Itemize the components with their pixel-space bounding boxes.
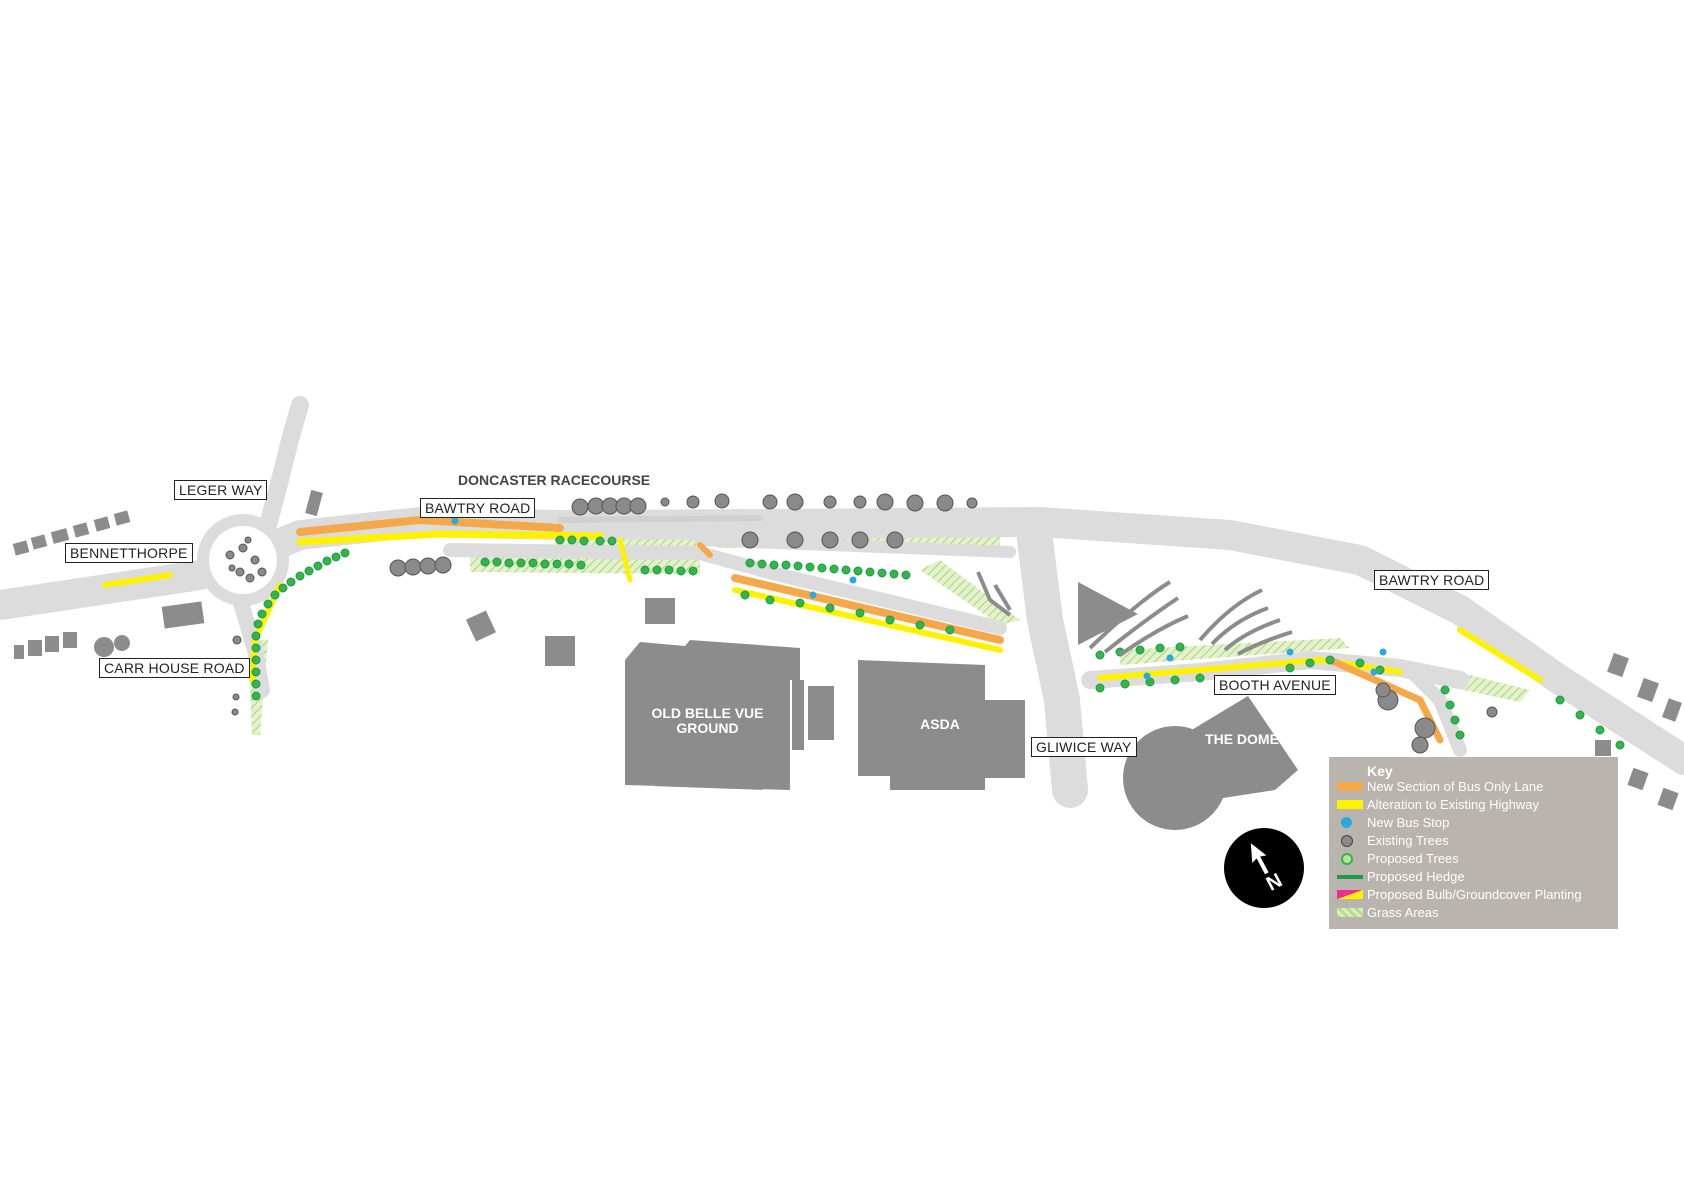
roundabout <box>197 514 289 606</box>
existing-tree-icon <box>1341 835 1353 847</box>
buildings <box>12 489 1682 830</box>
legend-label: Grass Areas <box>1367 905 1439 920</box>
label-doncaster-racecourse: DONCASTER RACECOURSE <box>458 472 651 488</box>
north-arrow-icon: N <box>1250 843 1286 896</box>
label-booth-avenue: BOOTH AVENUE <box>1214 675 1336 695</box>
existing-trees <box>225 493 1498 754</box>
legend-item-proposed-hedge: Proposed Hedge <box>1329 868 1618 886</box>
label-old-belle-vue-line2: GROUND <box>676 720 739 736</box>
legend-swatch-bus-lane <box>1337 782 1363 791</box>
label-old-belle-vue-line1: OLD BELLE VUE <box>651 705 764 721</box>
label-asda: ASDA <box>920 716 960 732</box>
legend-item-bulb-planting: Proposed Bulb/Groundcover Planting <box>1329 886 1618 904</box>
legend-item-bus-lane: New Section of Bus Only Lane <box>1329 778 1618 796</box>
bus-stops <box>451 517 1387 680</box>
legend-label: Proposed Hedge <box>1367 869 1465 884</box>
north-label: N <box>1263 870 1286 896</box>
proposed-tree-icon <box>1341 853 1353 865</box>
label-gliwice-way: GLIWICE WAY <box>1031 737 1137 757</box>
bus-stop-icon <box>1341 817 1352 828</box>
legend-item-grass: Grass Areas <box>1329 904 1618 922</box>
legend-title: Key <box>1367 763 1393 779</box>
map-key: Key New Section of Bus Only Lane Alterat… <box>1329 757 1618 929</box>
label-old-belle-vue-ground: OLD BELLE VUE GROUND <box>640 706 775 736</box>
legend-label: Existing Trees <box>1367 833 1449 848</box>
proposed-trees <box>251 535 1625 750</box>
legend-label: Proposed Bulb/Groundcover Planting <box>1367 887 1582 902</box>
legend-item-proposed-trees: Proposed Trees <box>1329 850 1618 868</box>
label-the-dome: THE DOME <box>1205 731 1279 747</box>
legend-swatch-highway <box>1337 800 1363 809</box>
legend-swatch-bulb-planting <box>1337 890 1363 899</box>
legend-label: New Section of Bus Only Lane <box>1367 779 1544 794</box>
label-bawtry-road-west: BAWTRY ROAD <box>420 498 536 518</box>
label-leger-way: LEGER WAY <box>174 480 268 500</box>
legend-item-existing-trees: Existing Trees <box>1329 832 1618 850</box>
legend-item-highway: Alteration to Existing Highway <box>1329 796 1618 814</box>
legend-label: New Bus Stop <box>1367 815 1450 830</box>
legend-item-bus-stop: New Bus Stop <box>1329 814 1618 832</box>
north-arrow: N <box>1224 828 1304 908</box>
legend-swatch-grass <box>1337 908 1363 917</box>
legend-swatch-hedge <box>1337 875 1363 879</box>
legend-label: Alteration to Existing Highway <box>1367 797 1539 812</box>
label-bawtry-road-east: BAWTRY ROAD <box>1374 570 1490 590</box>
label-bennetthorpe: BENNETTHORPE <box>65 543 193 563</box>
label-carr-house-road: CARR HOUSE ROAD <box>99 658 250 678</box>
legend-label: Proposed Trees <box>1367 851 1459 866</box>
